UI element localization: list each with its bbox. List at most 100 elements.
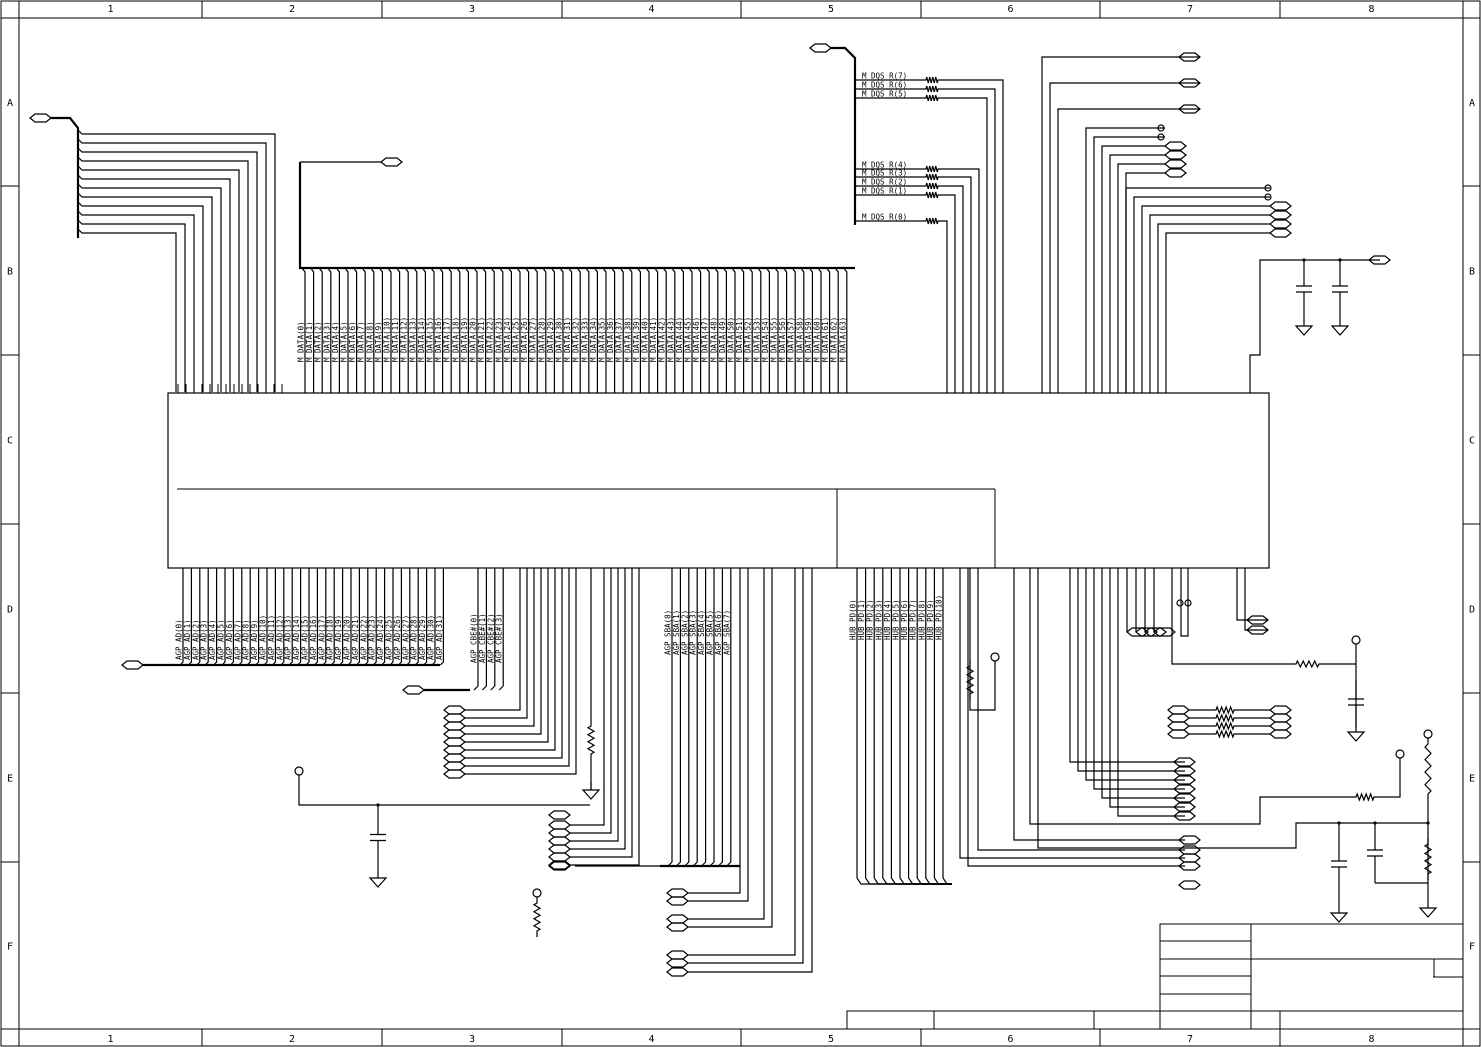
memory-data-wire [731,267,736,393]
memory-data-label: M_DATA(10) [383,317,392,362]
memory-data-label: M_DATA(35) [598,317,607,362]
right-lower-wire [1037,568,1428,849]
memory-data-wire [740,267,745,393]
right-lower-wire [1101,568,1185,799]
power-pin-icon [294,766,304,776]
dqs-series-resistor-icon [920,191,944,199]
agp-cbe-label: AGP_CBE#(3) [495,613,504,663]
off-page-connector-icon [1144,627,1167,637]
agp-ad-wire [423,568,428,666]
column-marker: 4 [648,1034,654,1045]
off-page-connector-icon [1164,168,1187,178]
test-point-icon [1157,133,1165,141]
agp-sba-label: AGP_SBA(1) [672,610,681,655]
off-page-connector-icon [443,769,466,779]
column-marker: 1 [107,4,113,15]
memory-data-wire [800,267,805,393]
agp-control-wire [465,568,521,711]
agp-ad-label: AGP_AD(10) [259,615,268,660]
agp-ad-wire [431,568,436,666]
resistor-pack-icon [1210,729,1240,739]
memory-data-label: M_DATA(28) [537,317,546,362]
output-wire [1149,214,1270,393]
memory-data-label: M_DATA(19) [460,317,469,362]
dqs-wire [944,176,972,393]
agp-control-wire [465,568,549,743]
memory-data-wire [559,267,564,393]
agp-sba-wire [667,568,673,867]
memory-data-wire [602,267,607,393]
dqs-series-resistor-icon [920,173,944,181]
off-page-connector-icon [1173,802,1196,812]
agp-ad-wire [179,568,184,666]
column-marker: 8 [1368,1034,1374,1045]
output-wire [1049,82,1200,393]
off-page-connector-icon [1269,721,1292,731]
agp-control-wire [570,568,633,858]
off-page-connector-icon [1178,52,1201,62]
hub-pd-label: HUB_PD(8) [917,599,926,640]
off-page-connector-icon [548,861,571,871]
bus-tap-wire [77,156,249,392]
off-page-connector-icon [548,836,571,846]
junction-dot-icon [376,803,380,807]
agp-sba-wire [709,568,715,867]
memory-data-label: M_DATA(6) [348,321,357,362]
memory-data-label: M_DATA(40) [641,317,650,362]
agp-control-wire [465,568,528,719]
memory-data-wire [396,267,401,393]
row-marker: A [1469,98,1475,109]
output-wire [1157,223,1270,393]
dqs-label: M_DQS_R(0) [862,213,907,222]
components [29,43,1438,977]
memory-data-wire [430,267,435,393]
agp-ad-wire [397,568,402,666]
agp-cbe-wire [481,568,487,691]
memory-data-label: M_DATA(62) [830,317,839,362]
memory-data-wire [439,267,444,393]
decoupling-capacitor-icon [1331,823,1347,905]
output-wire [1101,145,1165,393]
bus-tap-wire [77,183,222,392]
memory-data-wire [593,267,599,393]
off-page-connector-icon [666,888,689,898]
memory-data-wire [671,267,676,393]
memory-data-label: M_DATA(22) [486,317,495,362]
memory-data-label: M_DATA(8) [365,321,374,362]
test-point-icon [1184,599,1192,607]
agp-ad-wire [280,568,285,666]
junction-dot-icon [1426,821,1430,825]
output-wire [1141,205,1270,393]
memory-data-wire [791,267,796,393]
memory-data-label: M_DATA(36) [606,317,615,362]
agp-sba-wire [701,568,707,867]
memory-data-wire [507,267,512,393]
off-page-connector-icon [1164,141,1187,151]
memory-data-wire [525,267,530,393]
off-page-connector-icon [548,844,571,854]
memory-data-wire [490,267,495,393]
memory-data-label: M_DATA(45) [684,317,693,362]
memory-data-label: M_DATA(54) [761,317,770,362]
agp-ad-wire [263,568,268,666]
memory-data-wire [370,267,375,393]
dqs-label: M_DQS_R(4) [862,161,907,170]
agp-ad-wire [246,568,251,666]
memory-data-label: M_DATA(0) [297,321,306,362]
column-marker: 2 [289,1034,295,1045]
column-marker: 3 [469,1034,475,1045]
row-marker: F [1469,942,1475,953]
agp-ad-wire [204,568,209,666]
power-pin-icon [532,888,542,898]
row-marker: B [1469,267,1475,278]
memory-data-label: M_DATA(32) [572,317,581,362]
off-page-connector-icon [666,922,689,932]
off-page-connector-icon [443,761,466,771]
memory-data-label: M_DATA(52) [744,317,753,362]
off-page-connector-icon [666,967,689,977]
agp-ad-label: AGP_AD(12) [275,615,284,660]
off-page-connector-icon [548,820,571,830]
decoupling-capacitor-icon [1348,680,1364,724]
output-wire [1133,196,1270,393]
